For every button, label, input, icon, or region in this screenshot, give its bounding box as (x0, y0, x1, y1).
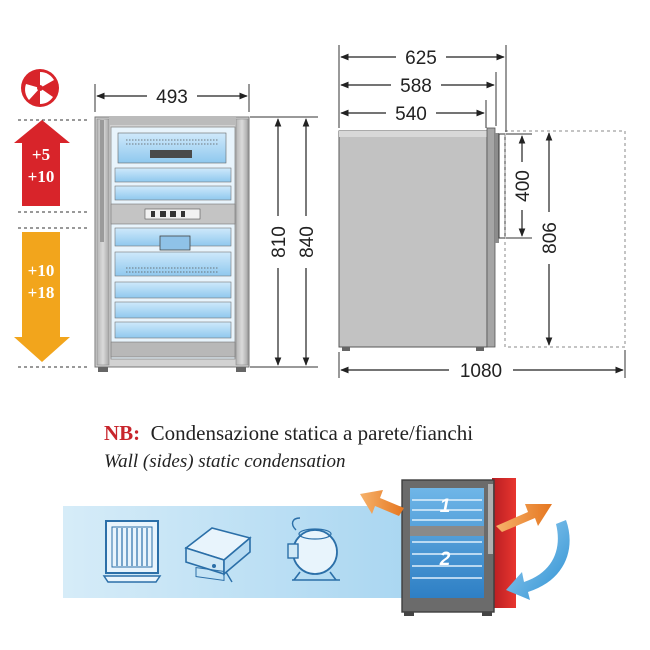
heat-out-arrow-left (360, 490, 404, 516)
side-view-cabinet (338, 127, 626, 351)
note-italian: Condensazione statica a parete/fianchi (151, 421, 474, 445)
handle-400-label: 400 (513, 170, 534, 202)
condenser-grille-icon (102, 520, 162, 583)
note-prefix: NB: (104, 421, 140, 445)
zone-lower-line-1: +10 (28, 261, 55, 280)
open-depth-1080-label: 1080 (460, 361, 502, 382)
handle-dimension: 400 (506, 133, 534, 239)
side-width-dimensions: 625 588 540 (338, 45, 507, 132)
note-english: Wall (sides) static condensation (104, 451, 346, 472)
front-height-840-label: 840 (297, 226, 318, 258)
svg-text:NB: Condensazione static: NB: Condensazione statica a parete/fianc… (104, 421, 473, 445)
front-width-label: 493 (156, 87, 188, 108)
temperature-zone-upper: +5 +10 (14, 119, 90, 213)
bottom-panel: 1 2 (63, 478, 570, 616)
compartment-1-label: 1 (440, 496, 451, 517)
front-height-dimensions: 810 840 (250, 116, 318, 368)
side-width-588-label: 588 (400, 76, 432, 97)
door-806-label: 806 (540, 222, 561, 254)
compressor-icon (287, 517, 340, 581)
condensation-note: NB: Condensazione statica a parete/fianc… (104, 421, 473, 472)
open-depth-dimension: 1080 (338, 350, 626, 382)
mini-cabinet: 1 2 (401, 478, 516, 616)
heat-out-arrow-right (496, 504, 552, 532)
air-in-arrow (506, 520, 570, 600)
control-unit-icon (184, 527, 252, 583)
front-view-cabinet (94, 116, 250, 372)
zone-lower-line-2: +18 (28, 283, 55, 302)
side-width-625-label: 625 (405, 48, 437, 69)
front-height-810-label: 810 (269, 226, 290, 258)
ventilation-fan-icon (21, 69, 59, 107)
compartment-2-label: 2 (439, 549, 451, 570)
front-width-dimension: 493 (94, 84, 250, 112)
side-width-540-label: 540 (395, 104, 427, 125)
zone-upper-line-1: +5 (32, 145, 50, 164)
zone-upper-line-2: +10 (28, 167, 55, 186)
temperature-zone-lower: +10 +18 (14, 227, 90, 368)
door-height-dimension: 806 (540, 132, 561, 346)
